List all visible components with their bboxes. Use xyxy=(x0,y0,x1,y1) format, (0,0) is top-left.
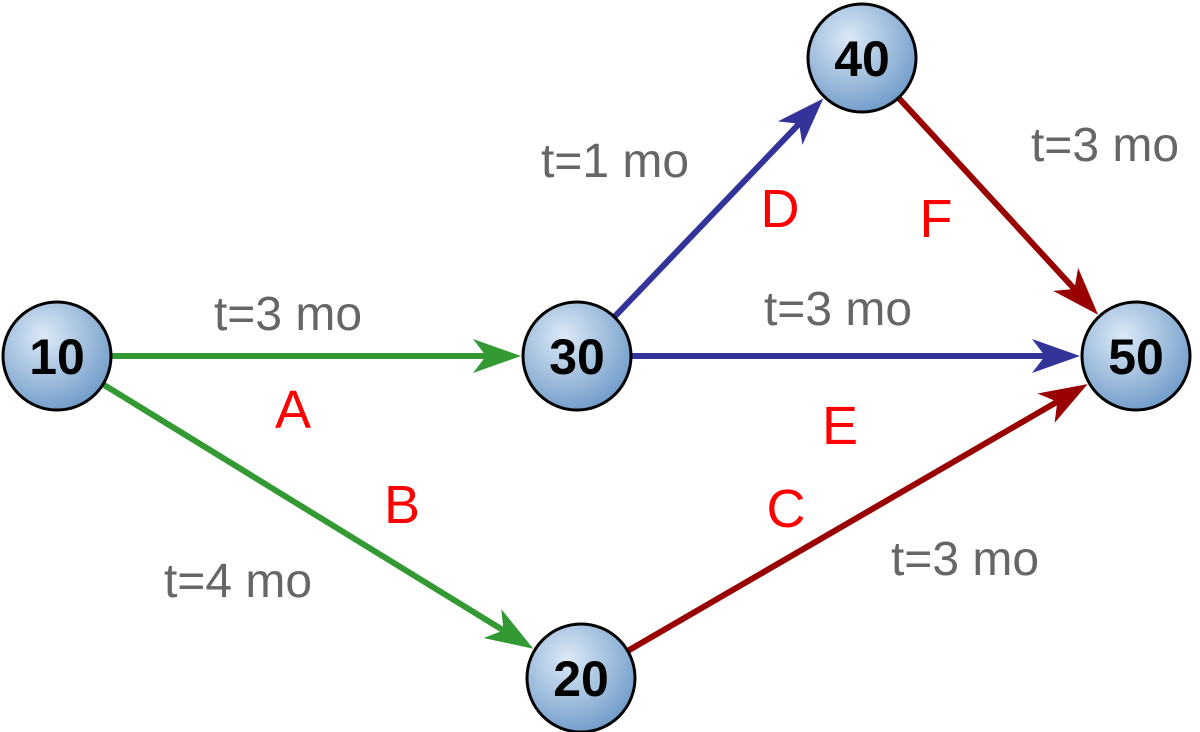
node-40: 40 xyxy=(806,2,918,114)
node-30-label: 30 xyxy=(549,329,605,385)
labels-layer: t=3 mo A t=4 mo B t=3 mo C t=1 mo D t=3 … xyxy=(164,119,1179,608)
node-50: 50 xyxy=(1080,300,1192,412)
edge-f-arrowhead xyxy=(1053,267,1099,315)
node-10-label: 10 xyxy=(29,329,85,385)
node-10: 10 xyxy=(1,300,113,412)
edge-a-arrowhead xyxy=(473,339,521,373)
edge-c-line xyxy=(626,399,1059,654)
edges-layer xyxy=(101,95,1099,654)
edge-b-duration: t=4 mo xyxy=(164,555,312,608)
edge-d-arrowhead xyxy=(777,98,824,145)
edge-c-letter: C xyxy=(767,479,806,539)
edge-d-line xyxy=(612,121,802,320)
node-20-circle xyxy=(525,622,637,732)
edge-b-letter: B xyxy=(384,475,420,535)
node-30: 30 xyxy=(521,300,633,412)
node-20-label: 20 xyxy=(553,651,609,707)
edge-f-duration: t=3 mo xyxy=(1031,119,1179,172)
edge-a-letter: A xyxy=(275,380,311,440)
edge-e-letter: E xyxy=(822,396,858,456)
edge-d xyxy=(612,98,824,320)
edge-f xyxy=(896,95,1099,315)
edge-c-duration: t=3 mo xyxy=(891,533,1039,586)
node-10-circle xyxy=(1,300,113,412)
node-50-circle xyxy=(1080,300,1192,412)
edge-e-arrowhead xyxy=(1032,339,1080,373)
edge-b-line xyxy=(101,381,506,633)
edge-b-arrowhead xyxy=(483,609,534,649)
edge-e xyxy=(631,339,1080,373)
edge-f-line xyxy=(896,95,1077,292)
node-50-label: 50 xyxy=(1108,329,1164,385)
edge-d-letter: D xyxy=(761,179,800,239)
edge-e-duration: t=3 mo xyxy=(764,283,912,336)
edge-c-arrowhead xyxy=(1037,384,1088,423)
edge-b xyxy=(101,381,534,649)
edge-a-duration: t=3 mo xyxy=(214,288,362,341)
edge-f-letter: F xyxy=(920,189,953,249)
node-30-circle xyxy=(521,300,633,412)
edge-d-duration: t=1 mo xyxy=(541,135,689,188)
edge-a xyxy=(111,339,521,373)
node-20: 20 xyxy=(525,622,637,732)
node-40-circle xyxy=(806,2,918,114)
edge-c xyxy=(626,384,1088,654)
node-40-label: 40 xyxy=(834,31,890,87)
